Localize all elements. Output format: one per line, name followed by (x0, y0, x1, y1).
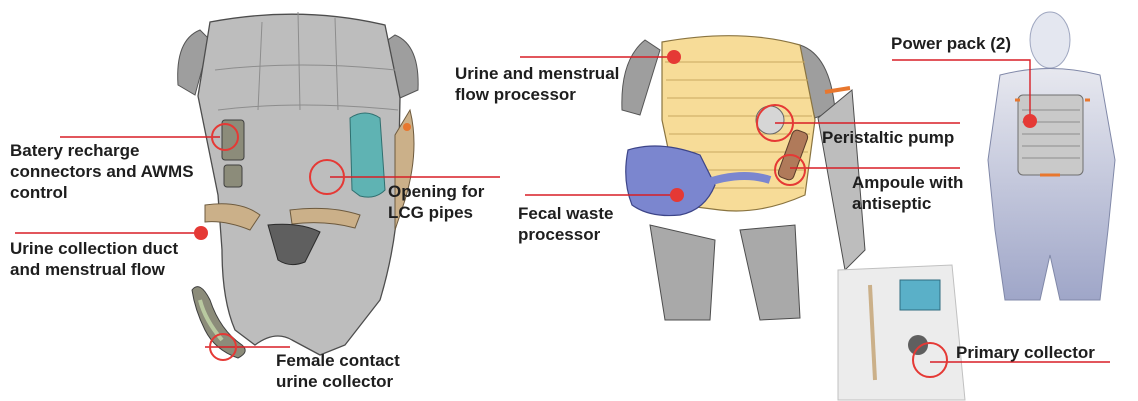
battery-label-line-2: connectors and AWMS (10, 161, 194, 182)
urine-processor-label-line-1: Urine and menstrual (455, 63, 619, 84)
female-collector-label-line-1: Female contact (276, 350, 400, 371)
center-garment-illustration (622, 36, 865, 320)
urine-duct-marker (194, 226, 208, 240)
fecal-processor-label-line-2: processor (518, 224, 613, 245)
urine-duct-label-line-2: and menstrual flow (10, 259, 178, 280)
left-garment-illustration (178, 12, 418, 358)
power-pack-marker (1023, 114, 1037, 128)
urine-duct-label: Urine collection duct and menstrual flow (10, 238, 178, 280)
primary-collector-label-text: Primary collector (956, 342, 1095, 363)
ampoule-label-line-1: Ampoule with (852, 172, 963, 193)
urine-processor-label-line-2: flow processor (455, 84, 619, 105)
back-view-illustration (988, 12, 1115, 300)
lcg-pipes-label-line-2: LCG pipes (388, 202, 484, 223)
female-collector-label: Female contact urine collector (276, 350, 400, 392)
battery-label-line-3: control (10, 182, 194, 203)
ampoule-label-line-2: antiseptic (852, 193, 963, 214)
urine-processor-label: Urine and menstrual flow processor (455, 63, 619, 105)
fecal-processor-label: Fecal waste processor (518, 203, 613, 245)
primary-collector-inset (838, 265, 965, 400)
power-pack-label-text: Power pack (2) (891, 33, 1011, 54)
power-pack-label: Power pack (2) (891, 33, 1011, 54)
battery-label: Batery recharge connectors and AWMS cont… (10, 140, 194, 203)
lcg-pipes-label: Opening for LCG pipes (388, 181, 484, 223)
lcg-pipes-label-line-1: Opening for (388, 181, 484, 202)
peristaltic-pump-label: Peristaltic pump (822, 127, 954, 148)
fecal-processor-label-line-1: Fecal waste (518, 203, 613, 224)
fecal-processor-marker (670, 188, 684, 202)
primary-collector-label: Primary collector (956, 342, 1095, 363)
peristaltic-pump-label-text: Peristaltic pump (822, 127, 954, 148)
ampoule-label: Ampoule with antiseptic (852, 172, 963, 214)
urine-duct-label-line-1: Urine collection duct (10, 238, 178, 259)
battery-label-line-1: Batery recharge (10, 140, 194, 161)
female-collector-label-line-2: urine collector (276, 371, 400, 392)
urine-processor-marker (667, 50, 681, 64)
